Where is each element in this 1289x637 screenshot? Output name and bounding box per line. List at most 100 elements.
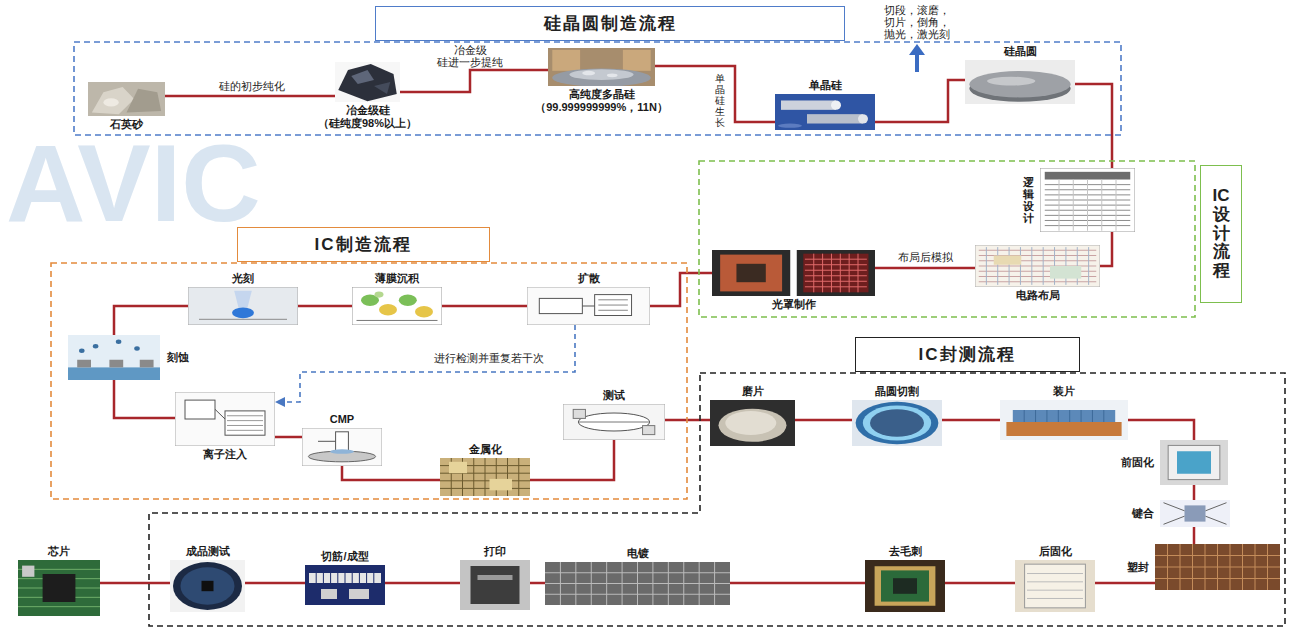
picture-shape (870, 409, 924, 437)
step-caption: 单晶硅 (808, 79, 843, 92)
picture-shape (1015, 560, 1095, 612)
step-caption: 去毛刺 (888, 545, 923, 558)
picture-shape (1160, 440, 1228, 485)
stage-region: 磨片晶圆切割装片前固化键合塑封后固化去毛刺电镀打印切筋/成型成品测试IC封测流程 (148, 372, 1286, 627)
process-step: 单晶硅 (775, 94, 875, 130)
flow-connector (1128, 420, 1194, 440)
dashed-border (51, 263, 687, 499)
picture-line (485, 458, 486, 496)
picture-shape (379, 304, 397, 315)
step-caption: CMP (329, 413, 355, 426)
picture-line (199, 319, 287, 320)
flow-connector (385, 582, 460, 585)
step-picture (710, 400, 795, 446)
flow-connector (245, 582, 305, 585)
picture-shape (127, 89, 162, 113)
watermark: AVIC (6, 128, 261, 238)
picture-line (822, 254, 823, 293)
picture-line (227, 425, 263, 426)
flow-connector (730, 582, 865, 585)
process-step: 后固化 (1015, 560, 1095, 612)
picture-line (849, 254, 850, 293)
title-box: IC封测流程 (855, 337, 1080, 372)
step-picture (1160, 440, 1228, 485)
step-picture (1155, 544, 1280, 590)
step-picture (865, 560, 945, 612)
step-caption: 高纯度多晶硅 (568, 88, 636, 101)
process-step: 高纯度多晶硅（99.999999999%，11N） (548, 48, 655, 86)
picture-shape (994, 256, 1022, 265)
picture-shape (545, 562, 730, 605)
process-step: 石英砂 (88, 82, 165, 116)
picture-shape (68, 335, 160, 380)
picture-line (1116, 180, 1117, 231)
step-caption: 前固化 (1120, 456, 1155, 469)
process-step: 装片 (1000, 400, 1128, 440)
process-step: 测试 (563, 404, 665, 440)
picture-shape (202, 581, 214, 591)
picture-shape (336, 432, 349, 451)
picture-shape (720, 255, 782, 292)
flow-connector (795, 419, 852, 422)
edge-label: 切段，滚磨， 切片，倒角， 抛光，激光刻 (880, 4, 954, 40)
picture-shape (109, 360, 123, 368)
region-title: IC设计流程 (1213, 187, 1230, 280)
step-picture (712, 250, 875, 296)
picture-shape (852, 400, 942, 446)
process-step: 离子注入 (175, 392, 275, 446)
process-step: 芯片 (18, 560, 100, 616)
picture-line (668, 562, 669, 605)
picture-line (979, 250, 1097, 251)
picture-line (518, 458, 519, 496)
flow-connector (1193, 485, 1196, 500)
process-step: 键合 (1160, 500, 1230, 527)
picture-shape (539, 298, 582, 313)
process-step: 晶圆切割 (852, 400, 942, 446)
picture-shape (399, 295, 417, 306)
picture-shape (478, 575, 513, 580)
picture-line (637, 562, 638, 605)
step-caption: 逻辑设计 (1023, 176, 1034, 224)
picture-shape (552, 50, 580, 71)
picture-shape (335, 62, 400, 102)
region-title: IC封测流程 (919, 343, 1016, 366)
picture-shape (856, 402, 939, 444)
picture-shape (415, 306, 433, 317)
picture-shape (302, 428, 382, 466)
step-picture (563, 404, 665, 440)
step-caption: 光刻 (231, 272, 255, 285)
picture-shape (330, 449, 354, 454)
edge-label: 布局后模拟 (897, 251, 954, 263)
picture-line (1043, 247, 1044, 285)
flow-connector (114, 380, 175, 418)
picture-shape (88, 82, 165, 116)
picture-line (1058, 410, 1059, 422)
step-picture (1160, 500, 1230, 527)
process-step: 逻辑设计 (1040, 168, 1135, 232)
picture-line (1024, 410, 1025, 422)
step-caption: 成品测试 (185, 545, 231, 558)
step-caption: 键合 (1131, 507, 1155, 520)
picture-shape (893, 578, 917, 594)
step-picture (548, 48, 655, 86)
process-step: 冶金级硅（硅纯度98%以上） (335, 62, 400, 102)
picture-line (323, 573, 324, 583)
picture-shape (1045, 172, 1131, 180)
flow-connector (875, 80, 965, 122)
picture-shape (22, 566, 34, 577)
flow-connector (875, 267, 975, 270)
picture-shape (987, 77, 1035, 86)
picture-shape (77, 360, 91, 368)
process-step: 薄膜沉积 (352, 287, 442, 325)
picture-shape (181, 567, 235, 604)
picture-line (1035, 410, 1036, 422)
dashed-border (149, 373, 1285, 626)
pointer-arrow-head (909, 44, 925, 55)
flow-connector (1075, 84, 1112, 168)
flow-connector (400, 70, 548, 92)
picture-shape (352, 287, 442, 325)
picture-shape (1160, 500, 1230, 527)
flow-connector (275, 325, 575, 402)
picture-line (1031, 247, 1032, 285)
step-picture (527, 287, 650, 325)
